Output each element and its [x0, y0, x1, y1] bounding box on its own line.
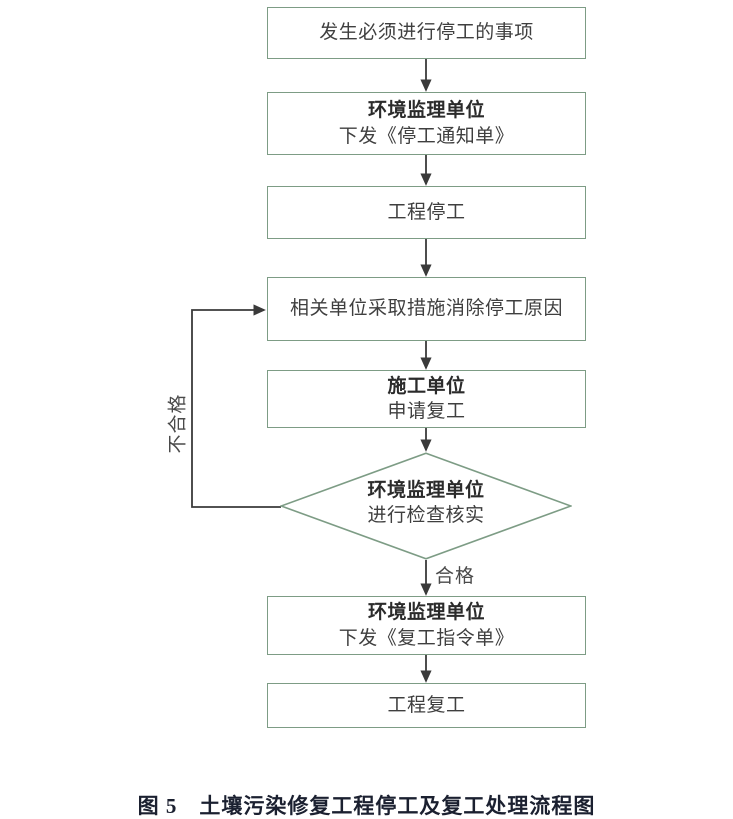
node-project-resumed[interactable]: 工程复工 [267, 683, 586, 728]
node-line-detail: 申请复工 [387, 401, 466, 422]
diamond-shape [280, 452, 572, 560]
node-project-stopped[interactable]: 工程停工 [267, 186, 586, 239]
node-line: 发生必须进行停工的事项 [319, 22, 534, 44]
edge-label-pass: 合格 [435, 566, 476, 587]
node-apply-resume[interactable]: 施工单位 申请复工 [267, 370, 586, 428]
figure-caption: 图 5 土壤污染修复工程停工及复工处理流程图 [0, 790, 733, 819]
node-line-title: 环境监理单位 [367, 480, 485, 501]
node-line-title: 环境监理单位 [367, 100, 485, 122]
node-line-title: 环境监理单位 [367, 602, 485, 624]
node-trigger-event[interactable]: 发生必须进行停工的事项 [267, 7, 586, 59]
node-issue-resume-order[interactable]: 环境监理单位 下发《复工指令单》 [267, 596, 586, 655]
node-remove-stop-cause[interactable]: 相关单位采取措施消除停工原因 [267, 277, 586, 341]
diamond-label-group: 环境监理单位 进行检查核实 [280, 478, 572, 529]
node-line-detail: 下发《复工指令单》 [338, 627, 515, 649]
node-line-title: 施工单位 [387, 375, 466, 397]
node-line: 工程复工 [387, 694, 466, 716]
node-line-detail: 下发《停工通知单》 [338, 125, 515, 147]
node-issue-stop-notice[interactable]: 环境监理单位 下发《停工通知单》 [267, 92, 586, 155]
node-inspection-decision[interactable]: 环境监理单位 进行检查核实 [280, 452, 572, 560]
figure-caption-number: 图 5 [137, 794, 178, 818]
node-line: 相关单位采取措施消除停工原因 [289, 298, 563, 320]
node-line: 工程停工 [387, 201, 466, 223]
node-line-detail: 进行检查核实 [367, 505, 485, 527]
figure-caption-text: 土壤污染修复工程停工及复工处理流程图 [199, 794, 596, 818]
edge-label-fail: 不合格 [167, 393, 189, 454]
